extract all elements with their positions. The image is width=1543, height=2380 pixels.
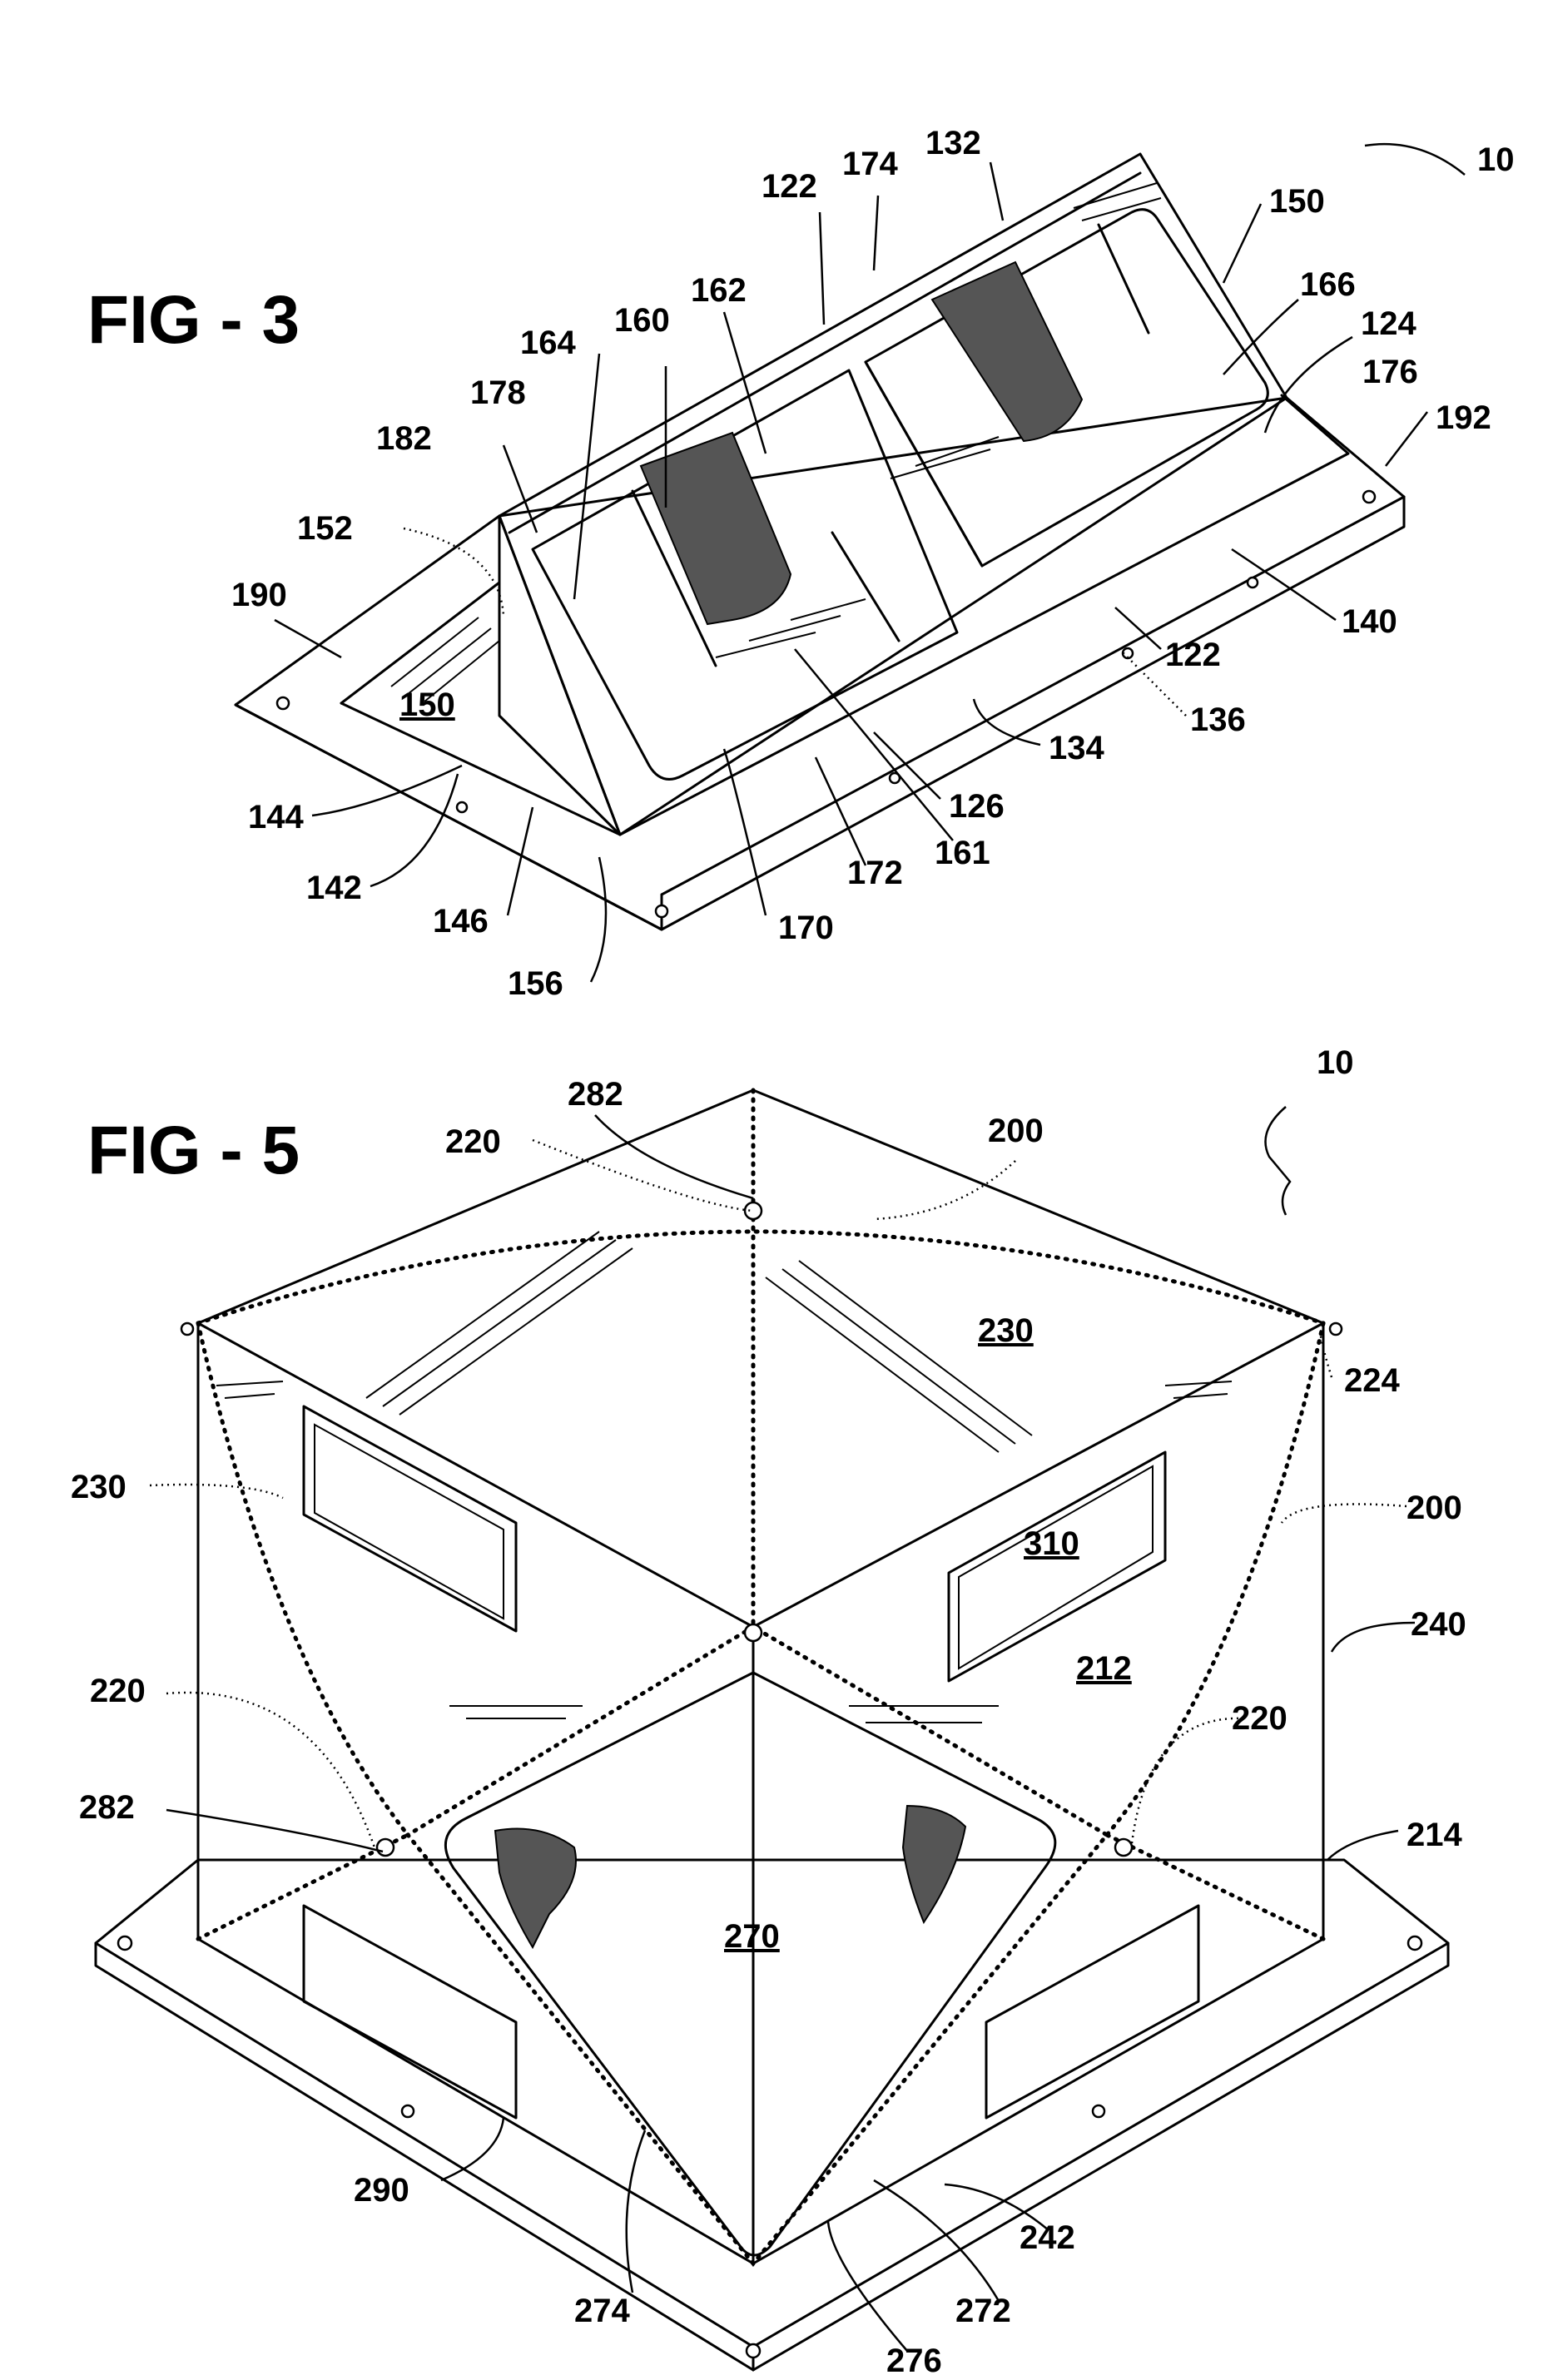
ref-label: 190 bbox=[231, 577, 287, 613]
ref-label: 224 bbox=[1344, 1362, 1400, 1399]
leader-lines bbox=[150, 144, 1465, 2351]
ref-label: 122 bbox=[1165, 637, 1221, 673]
ref-label: 272 bbox=[955, 2293, 1011, 2329]
ref-label: 10 bbox=[1477, 141, 1515, 178]
ref-label: 214 bbox=[1407, 1817, 1462, 1853]
ref-label: 150 bbox=[1269, 183, 1325, 220]
ref-label: 220 bbox=[1232, 1700, 1287, 1737]
ref-label: 192 bbox=[1436, 399, 1491, 436]
ref-label: 170 bbox=[778, 910, 834, 946]
ref-label: 144 bbox=[248, 799, 304, 835]
ref-label: 132 bbox=[925, 125, 981, 161]
ref-label: 166 bbox=[1300, 266, 1356, 303]
ref-label: 242 bbox=[1020, 2219, 1075, 2256]
ref-label: 220 bbox=[90, 1673, 146, 1709]
ref-label: 172 bbox=[847, 855, 903, 891]
ref-label: 182 bbox=[376, 420, 432, 457]
fig-3-title: FIG - 3 bbox=[87, 282, 300, 358]
fig-3-text: FIG - 3 10 132 174 122 150 166 162 124 1… bbox=[87, 125, 1515, 1002]
ref-label: 176 bbox=[1362, 354, 1418, 390]
ref-label: 230 bbox=[978, 1312, 1034, 1349]
ref-label: 212 bbox=[1076, 1650, 1132, 1687]
ref-label: 220 bbox=[445, 1123, 501, 1160]
ref-label: 136 bbox=[1190, 702, 1246, 738]
ref-label: 240 bbox=[1411, 1606, 1466, 1643]
ref-label: 122 bbox=[762, 168, 817, 205]
ref-label: 164 bbox=[520, 325, 576, 361]
ref-label: 150 bbox=[399, 687, 455, 723]
ref-label: 161 bbox=[935, 835, 990, 871]
ref-label: 152 bbox=[297, 510, 353, 547]
ref-label: 10 bbox=[1317, 1044, 1354, 1081]
ref-label: 282 bbox=[568, 1076, 623, 1113]
ref-label: 200 bbox=[1407, 1490, 1462, 1526]
ref-label: 126 bbox=[949, 788, 1005, 825]
ref-label: 124 bbox=[1361, 305, 1416, 342]
ref-label: 274 bbox=[574, 2293, 630, 2329]
ref-label: 282 bbox=[79, 1789, 135, 1826]
ref-label: 142 bbox=[306, 870, 362, 906]
fig-5-text: FIG - 5 10 282 200 220 230 224 230 200 3… bbox=[71, 1044, 1466, 2379]
fig-5-title: FIG - 5 bbox=[87, 1113, 300, 1188]
ref-label: 162 bbox=[691, 272, 747, 309]
ref-label: 290 bbox=[354, 2172, 409, 2209]
ref-label: 200 bbox=[988, 1113, 1044, 1149]
ref-label: 160 bbox=[614, 302, 670, 339]
ref-label: 146 bbox=[433, 903, 489, 940]
ref-label: 156 bbox=[508, 965, 563, 1002]
ref-label: 310 bbox=[1024, 1525, 1079, 1562]
ref-label: 270 bbox=[724, 1918, 780, 1955]
ref-label: 230 bbox=[71, 1469, 127, 1505]
ref-label: 140 bbox=[1342, 603, 1397, 640]
ref-label: 174 bbox=[842, 146, 898, 182]
ref-label: 134 bbox=[1049, 730, 1104, 766]
ref-label: 178 bbox=[470, 374, 526, 411]
ref-label: 276 bbox=[886, 2343, 942, 2379]
